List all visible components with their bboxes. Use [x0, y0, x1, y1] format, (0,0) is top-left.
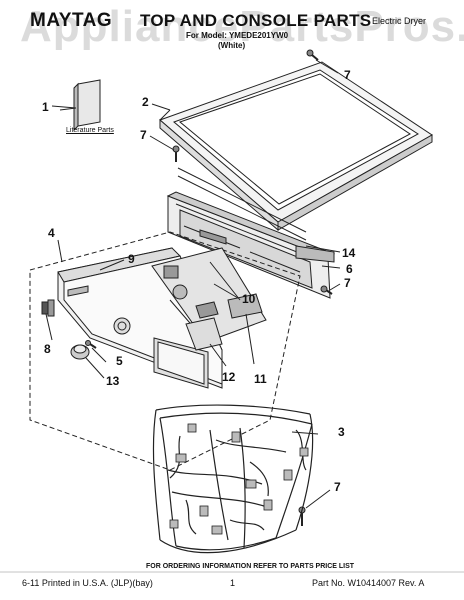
callout-7-bottom: 7 [334, 480, 341, 494]
screw-left [172, 145, 180, 162]
user-interface-board [185, 317, 223, 351]
watermark: AppliancePartsPros.com [20, 2, 464, 51]
model-line: For Model: YMEDE201YW0 [186, 31, 289, 40]
brand-logo: MAYTAG [30, 10, 113, 31]
callout-5: 5 [116, 354, 123, 368]
callout-7-top: 7 [344, 68, 351, 82]
harness-connectors [169, 423, 309, 535]
console-assembly-outline [29, 231, 301, 471]
screw-top [306, 49, 319, 61]
page-title: TOP AND CONSOLE PARTS [140, 11, 372, 30]
callout-2: 2 [142, 95, 149, 109]
callout-1: 1 [42, 100, 49, 114]
knob [70, 344, 90, 360]
part-number: Part No. W10414007 Rev. A [312, 578, 425, 588]
ordering-note: FOR ORDERING INFORMATION REFER TO PARTS … [146, 563, 355, 570]
callout-3: 3 [338, 425, 345, 439]
control-board [151, 247, 267, 343]
literature-label: Literature Parts [66, 127, 114, 134]
push-button [41, 299, 55, 317]
callout-6: 6 [346, 262, 353, 276]
screw-right [320, 285, 333, 295]
callout-8: 8 [44, 342, 51, 356]
callout-13: 13 [106, 374, 120, 388]
callout-12: 12 [222, 370, 236, 384]
callout-9: 9 [128, 252, 135, 266]
leader-lines [45, 59, 341, 509]
wire-harness [152, 404, 314, 554]
callout-10: 10 [242, 292, 256, 306]
callout-14: 14 [342, 246, 356, 260]
top-panel [159, 61, 433, 232]
color-line: (White) [218, 41, 246, 50]
page-number: 1 [230, 578, 236, 588]
callout-7-left: 7 [140, 128, 147, 142]
product-type: Electric Dryer [372, 16, 427, 26]
screw-part5 [85, 340, 97, 349]
literature-booklet [59, 79, 101, 132]
print-info: 6-11 Printed in U.S.A. (JLP)(bay) [22, 578, 153, 588]
callout-4: 4 [48, 226, 55, 240]
callout-11: 11 [254, 372, 267, 386]
callout-7-right: 7 [344, 276, 351, 290]
